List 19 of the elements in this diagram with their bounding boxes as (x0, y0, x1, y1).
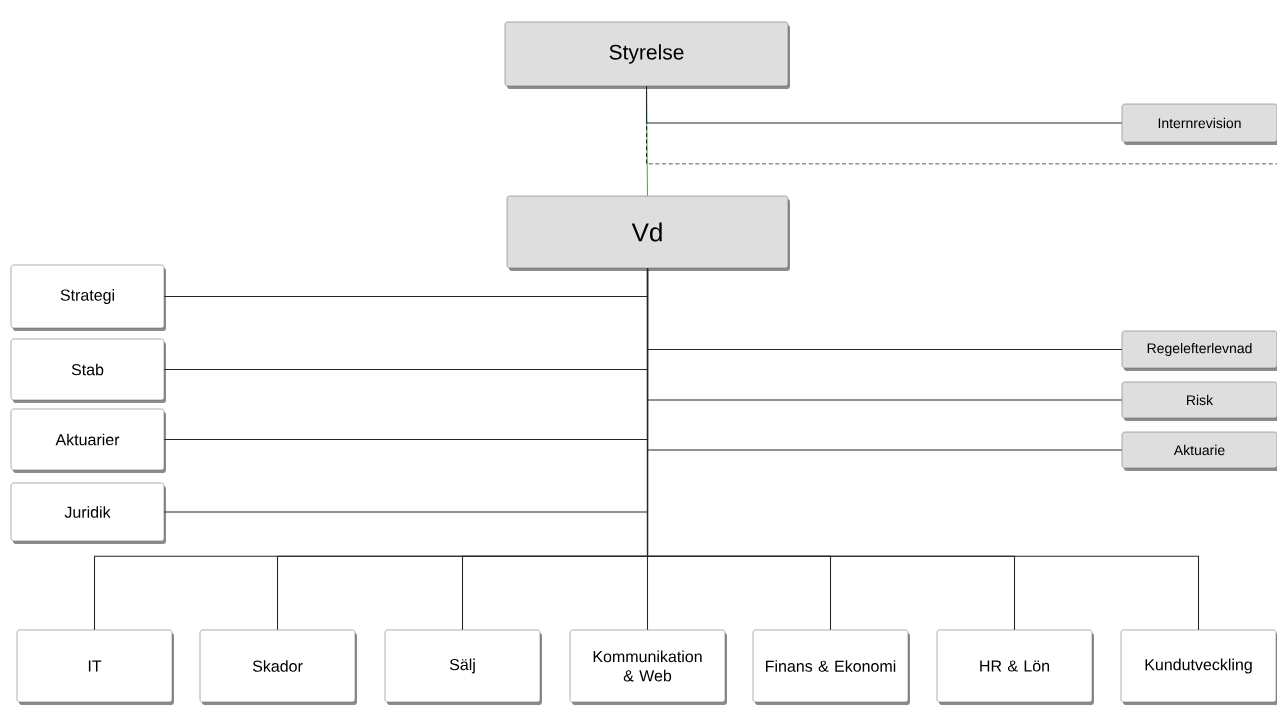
unit-box: Internrevision (1121, 103, 1277, 145)
unit-box: Aktuarie (1121, 431, 1277, 471)
department-box: Stab (10, 338, 166, 403)
department-box: Kundutveckling (1120, 629, 1277, 705)
unit-box: Regelefterlevnad (1121, 330, 1277, 371)
connector-line (646, 267, 1200, 631)
department-box: Sälj (384, 629, 542, 705)
unit-box: Styrelse (504, 21, 790, 89)
department-box: Finans & Ekonomi (752, 629, 910, 705)
department-box: Skador (199, 629, 357, 705)
connector-line (645, 85, 1277, 165)
department-box: IT (16, 629, 174, 705)
department-box: Kommunikation & Web (569, 629, 727, 705)
department-box: Juridik (10, 482, 166, 544)
department-box: HR & Lön (936, 629, 1094, 705)
department-box: Aktuarier (10, 408, 166, 473)
department-box: Strategi (10, 264, 166, 331)
unit-box: Risk (1121, 381, 1277, 421)
unit-box: Vd (506, 195, 790, 271)
